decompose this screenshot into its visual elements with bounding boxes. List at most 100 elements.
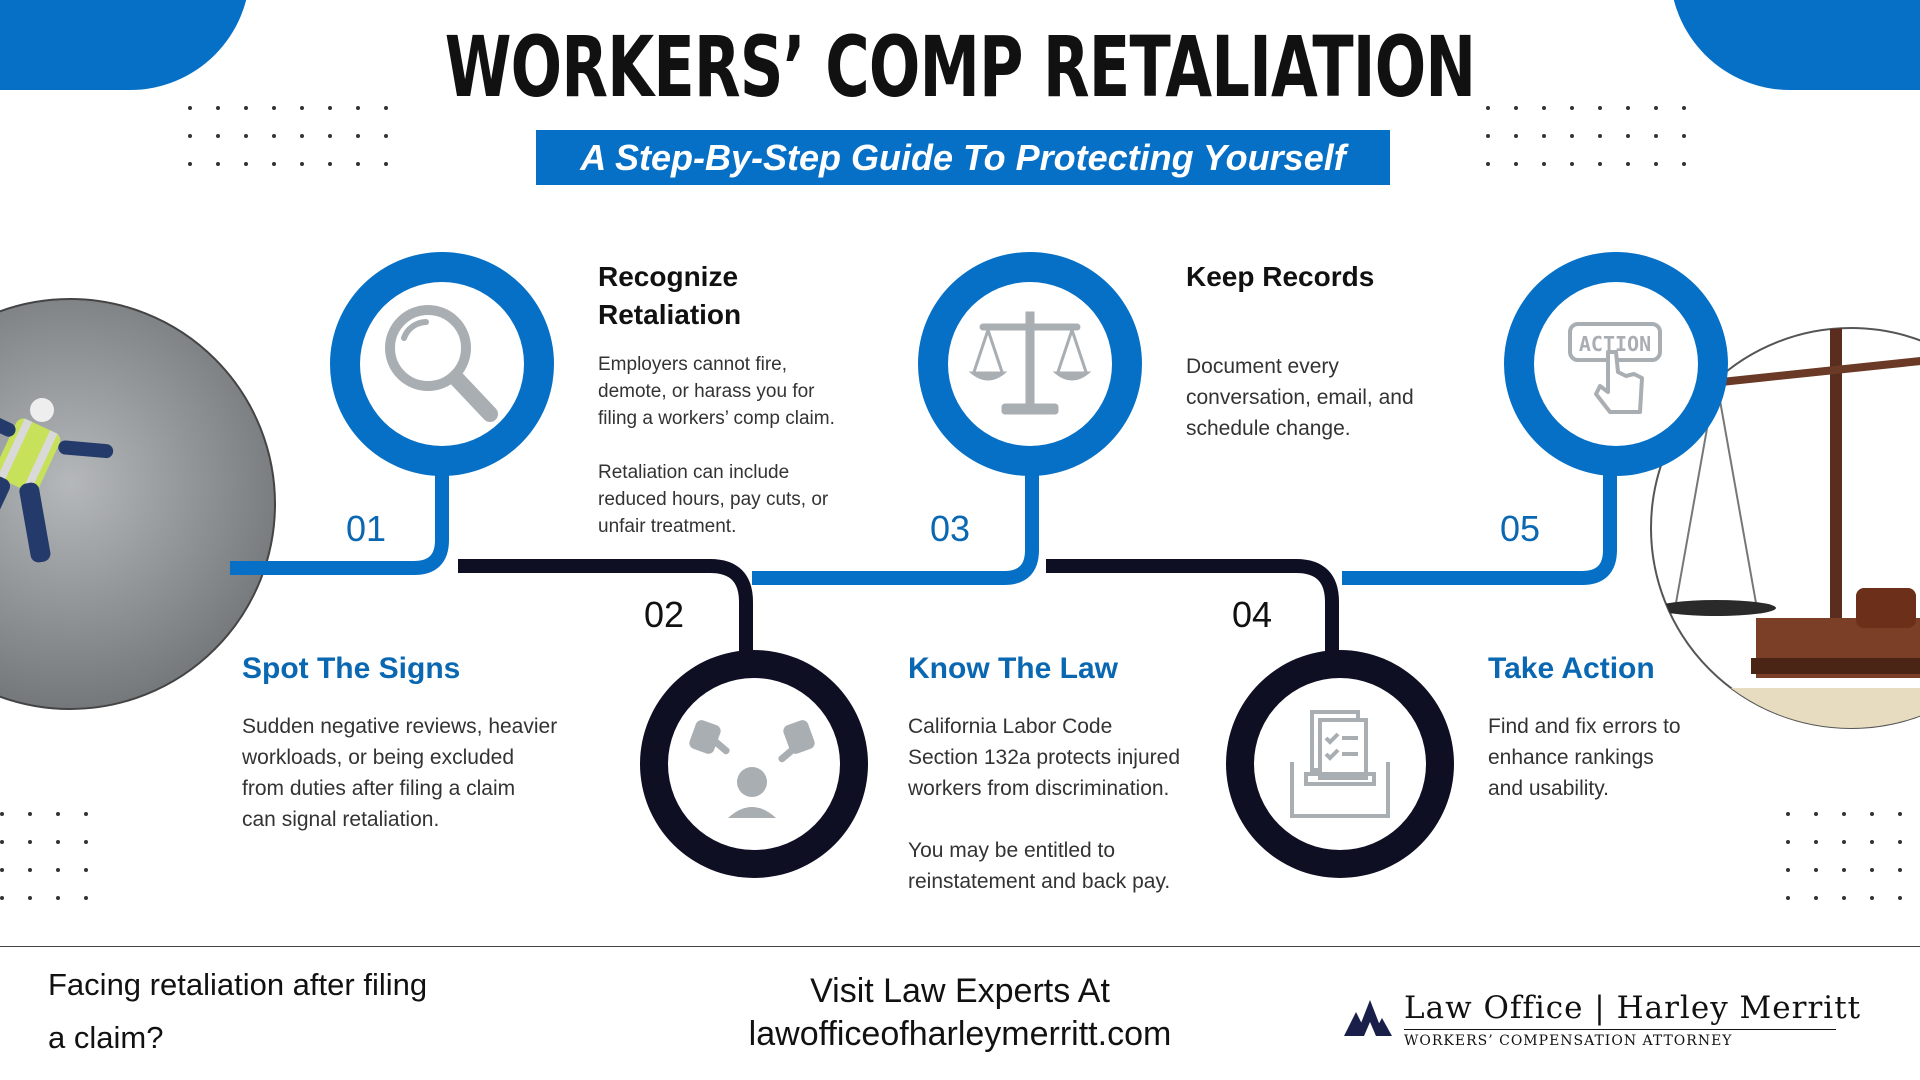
step-04-title: Keep Records [1186,261,1375,292]
dot [244,162,248,166]
step-03-circle [918,252,1142,476]
dot [1486,162,1490,166]
dot [84,812,88,816]
footer-visit-label: Visit Law Experts At [810,972,1110,1010]
page-title: WORKERS’ COMP RETALIATION [444,18,1476,116]
law-office-logo-icon [1344,1000,1392,1036]
dot [1870,840,1874,844]
dot [1570,134,1574,138]
dot [216,162,220,166]
dot [188,162,192,166]
dot [56,896,60,900]
dot [384,106,388,110]
scales-of-justice-icon [968,311,1092,415]
dot [384,134,388,138]
dot [244,134,248,138]
dot [1786,868,1790,872]
dot [1814,896,1818,900]
footer-divider [0,946,1920,947]
dot [1570,162,1574,166]
logo-name: Law Office | Harley Merritt [1404,990,1862,1026]
dot [1654,162,1658,166]
dot [244,106,248,110]
dot [384,162,388,166]
dot [1626,134,1630,138]
dot [1654,106,1658,110]
dot [84,896,88,900]
dot [0,896,4,900]
dot [1842,868,1846,872]
dot [1842,840,1846,844]
pointing-at-person-icon [689,720,815,818]
website-link[interactable]: lawofficeofharleymerritt.com [748,1015,1172,1053]
timeline-connectors [230,470,1617,656]
step-05-circle: ACTION [1504,252,1728,476]
step-03-number: 03 [930,508,971,549]
dot [356,106,360,110]
dot [56,840,60,844]
dot [28,840,32,844]
step-04-circle [1226,650,1454,878]
dot [1898,896,1902,900]
dot [0,868,4,872]
dot [188,106,192,110]
dot [1598,134,1602,138]
dot [1514,134,1518,138]
dot [356,134,360,138]
dot [1570,106,1574,110]
document-tray-icon [1290,710,1390,818]
dot [1814,868,1818,872]
dot [328,134,332,138]
dot [1870,896,1874,900]
dot [1682,106,1686,110]
dot [56,812,60,816]
dot [1514,106,1518,110]
step-01-title: Spot The Signs [242,652,461,685]
scales-gavel-photo [1650,327,1920,729]
dot [1898,840,1902,844]
dot [1514,162,1518,166]
dot [216,106,220,110]
dot [300,106,304,110]
dot [1486,106,1490,110]
dot [272,134,276,138]
dot [1598,106,1602,110]
dot [1542,106,1546,110]
step-05-number: 05 [1500,508,1541,549]
injured-worker-photo [0,298,276,710]
dot [84,840,88,844]
dot [1842,812,1846,816]
dot [328,106,332,110]
dot-grid-bottom-left [0,812,88,900]
dot [1898,812,1902,816]
dot [272,106,276,110]
dot [1786,840,1790,844]
dot [1842,896,1846,900]
dot [216,134,220,138]
dot [1870,868,1874,872]
dot [1786,812,1790,816]
magnifier-icon [385,305,498,422]
dot [1486,134,1490,138]
dot [1870,812,1874,816]
dot [1786,896,1790,900]
dot [272,162,276,166]
dot [0,840,4,844]
step-01-circle [330,252,554,476]
step-02-number: 02 [644,594,685,635]
dot [84,868,88,872]
dot [356,162,360,166]
dot [1814,840,1818,844]
dot [1598,162,1602,166]
step-02-body: Employers cannot fire,demote, or harass … [598,354,835,429]
step-02-circle [640,650,868,878]
dot [1626,162,1630,166]
step-01-number: 01 [346,508,387,549]
